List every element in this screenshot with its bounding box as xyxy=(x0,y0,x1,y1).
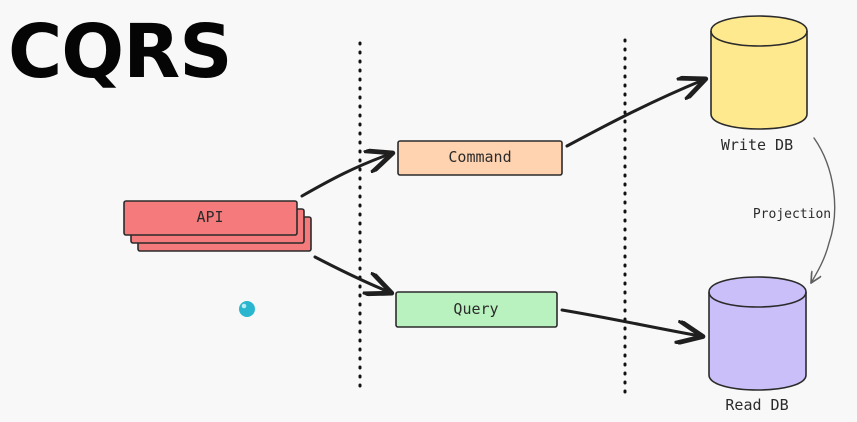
query-node-box xyxy=(395,291,558,328)
api-node: API xyxy=(123,200,312,252)
connectors: Projection xyxy=(300,80,836,336)
query-node: Query xyxy=(395,291,558,328)
write-db-node: Write DB xyxy=(710,15,808,154)
command-to-write-db-arrow xyxy=(565,80,703,148)
api-node-label: API xyxy=(196,208,223,226)
read-db-label: Read DB xyxy=(725,396,788,414)
divider-lines xyxy=(358,38,627,394)
write-db-label: Write DB xyxy=(721,136,793,154)
query-node-label: Query xyxy=(453,300,498,318)
write-db-cylinder-top-rim xyxy=(710,30,808,47)
cursor-dot-highlight xyxy=(241,303,247,309)
cursor-marker xyxy=(239,301,255,317)
query-to-read-db-arrow xyxy=(560,308,700,336)
read-db-cylinder-top-rim xyxy=(708,291,807,308)
write-db-cylinder xyxy=(710,15,808,130)
api-node-box xyxy=(123,200,298,236)
api-to-query-arrow xyxy=(313,255,389,292)
api-to-command-arrow xyxy=(300,154,390,198)
command-node-label: Command xyxy=(448,148,511,166)
write-db-to-read-db-projection-arrow xyxy=(811,137,836,283)
command-node: Command xyxy=(397,140,563,176)
cursor-dot xyxy=(239,301,255,317)
projection-label: Projection xyxy=(753,207,831,222)
page-title: CQRS xyxy=(8,9,232,95)
command-node-box xyxy=(397,140,563,176)
read-db-node: Read DB xyxy=(708,276,807,414)
read-db-cylinder xyxy=(708,276,807,391)
